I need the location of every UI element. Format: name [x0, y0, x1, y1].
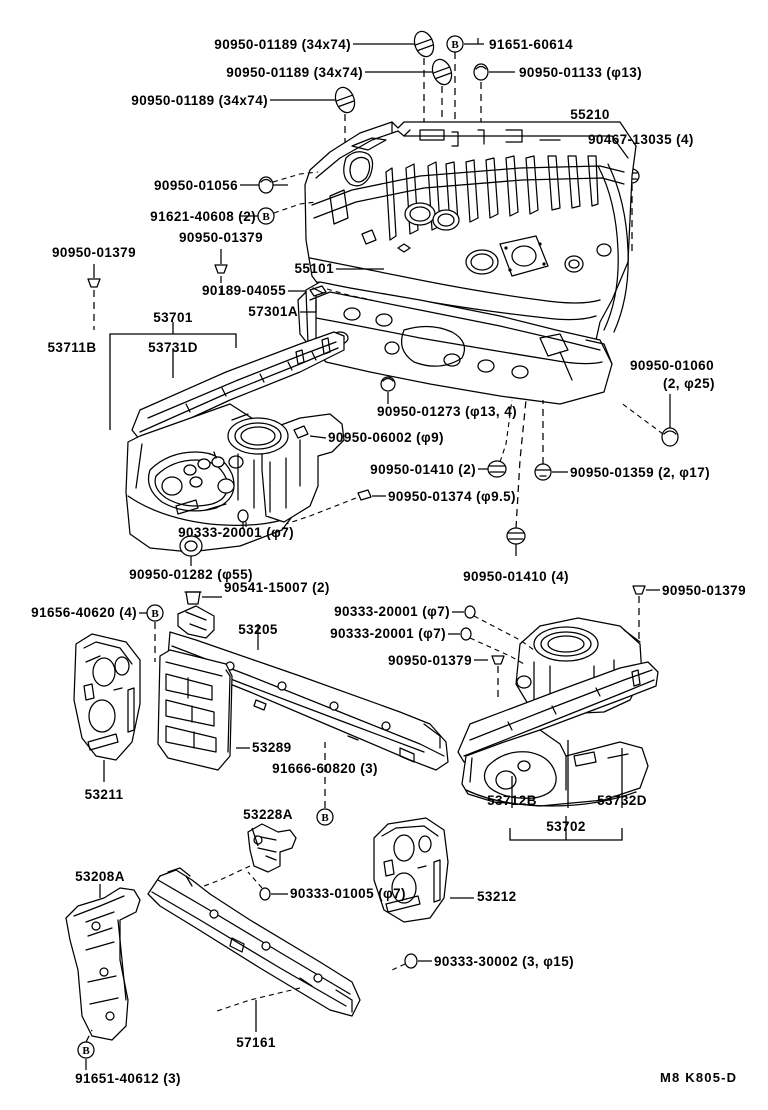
label-screw-90189-04055: 90189-04055	[202, 283, 286, 298]
label-plug-90333-20001-c: 90333-20001 (φ7)	[330, 626, 446, 641]
plug-06002-shape	[293, 425, 309, 439]
plug-01005-shape	[259, 887, 271, 901]
plug-20001-shape-a	[237, 509, 249, 523]
label-clip-90950-01379-a: 90950-01379	[179, 230, 263, 245]
clip-01379-shape-a	[214, 264, 228, 274]
label-plug-90333-01005: 90333-01005 (φ7)	[290, 886, 406, 901]
plug-01359-shape	[534, 463, 552, 481]
label-panel-53211: 53211	[84, 787, 124, 802]
plug-01133-shape	[473, 63, 489, 81]
label-plug-90333-20001-a: 90333-20001 (φ7)	[178, 525, 294, 540]
panel-53211	[73, 633, 141, 761]
label-panel-53208a: 53208A	[75, 869, 125, 884]
svg-text:B: B	[321, 812, 329, 824]
label-clip-34x74-b: 90950-01189 (34x74)	[226, 65, 363, 80]
label-plug-90950-01410-4: 90950-01410 (4)	[463, 569, 569, 584]
label-support-53205: 53205	[238, 622, 278, 637]
plug-90541-shape	[184, 591, 202, 605]
label-panel-53702: 53702	[546, 819, 586, 834]
bolt-marker-91621: B	[257, 207, 275, 225]
plug-01410-shape-a	[487, 460, 507, 478]
label-clip-90950-01379-b: 90950-01379	[52, 245, 136, 260]
label-bolt-91651-60614: 91651-60614	[489, 37, 573, 52]
leader-01379-far-left	[87, 264, 101, 330]
label-plug-90950-01273: 90950-01273 (φ13, 4)	[376, 404, 518, 419]
label-panel-53701: 53701	[153, 310, 193, 325]
label-plug-90950-01282: 90950-01282 (φ55)	[129, 567, 253, 582]
label-plug-90333-30002: 90333-30002 (3, φ15)	[434, 954, 575, 969]
label-plug-90950-01060: 90950-01060	[630, 358, 714, 373]
panel-53212	[373, 817, 449, 923]
label-plug-90333-20001-b: 90333-20001 (φ7)	[334, 604, 450, 619]
label-panel-53289: 53289	[252, 740, 292, 755]
label-plug-90950-01133: 90950-01133 (φ13)	[519, 65, 643, 80]
apron-right-plugs	[237, 425, 386, 528]
label-plug-90950-01374: 90950-01374 (φ9.5)	[388, 489, 516, 504]
label-bolt-91621-40608: 91621-40608 (2)	[150, 209, 256, 224]
plug-01273-shape	[380, 376, 396, 392]
label-panel-53712b: 53712B	[487, 793, 537, 808]
label-panel-53731d: 53731D	[148, 340, 198, 355]
label-bracket-53228a: 53228A	[243, 807, 293, 822]
label-bolt-91666-60820: 91666-60820 (3)	[272, 761, 378, 776]
plug-01410-shape-b	[506, 527, 526, 545]
label-clip-90950-01379-d: 90950-01379	[662, 583, 746, 598]
leader-lines-top	[270, 38, 515, 101]
bolt-marker-91656: B	[146, 604, 164, 622]
plug-30002-shape	[404, 953, 418, 969]
support-57161	[147, 867, 361, 1017]
plug-20001-shape-b	[464, 605, 476, 619]
bolt-marker-top: B	[446, 35, 464, 53]
label-nut-90467-13035: 90467-13035 (4)	[588, 132, 694, 147]
apron-assembly-right	[457, 617, 659, 807]
apron-assembly-left	[125, 331, 345, 553]
clip-01379-shape-d	[632, 585, 646, 595]
label-panel-53732d: 53732D	[597, 793, 647, 808]
plug-20001-shape-c	[460, 627, 472, 641]
label-plug-90950-01060-qty: (2, φ25)	[663, 376, 715, 391]
svg-text:B: B	[151, 608, 159, 620]
panel-53289	[157, 649, 233, 771]
label-panel-53711b: 53711B	[47, 340, 97, 355]
screw-90189-shape	[309, 285, 327, 297]
label-clip-34x74-a: 90950-01189 (34x74)	[214, 37, 351, 52]
clip-01379-shape-c	[491, 655, 505, 665]
clip-shape-group-top	[334, 30, 453, 114]
bolt-marker-91651-40612: B	[77, 1041, 95, 1059]
svg-text:B: B	[82, 1045, 90, 1057]
plug-01056-shape	[258, 176, 274, 194]
bracket-53228a	[247, 823, 297, 873]
right-apron-plugs	[448, 585, 660, 700]
label-plug-90950-01359: 90950-01359 (2, φ17)	[570, 465, 711, 480]
label-clip-34x74-c: 90950-01189 (34x74)	[131, 93, 268, 108]
plug-01374-shape	[357, 489, 372, 501]
panel-53208a	[65, 887, 141, 1041]
label-bolt-90541-15007: 90541-15007 (2)	[224, 580, 330, 595]
label-support-57161: 57161	[236, 1035, 276, 1050]
label-clip-90950-01379-c: 90950-01379	[388, 653, 472, 668]
bracket-53701	[109, 322, 237, 430]
svg-text:B: B	[262, 211, 270, 223]
leader-lines-left-cowl: B	[214, 171, 384, 313]
bracket-53702	[509, 740, 623, 841]
sheet-footer-code: M8 K805-D	[660, 1070, 738, 1085]
label-bolt-91651-40612: 91651-40612 (3)	[75, 1071, 181, 1086]
label-panel-53212: 53212	[477, 889, 517, 904]
label-panel-55210: 55210	[570, 107, 610, 122]
bolt-marker-91666: B	[316, 808, 334, 826]
label-bolt-91656-40620: 91656-40620 (4)	[31, 605, 137, 620]
label-panel-55101: 55101	[294, 261, 334, 276]
label-plug-90950-01056: 90950-01056	[154, 178, 238, 193]
svg-text:B: B	[451, 39, 459, 51]
label-plug-90950-06002: 90950-06002 (φ9)	[328, 430, 444, 445]
plug-01060-shape	[661, 427, 679, 447]
label-panel-57301a: 57301A	[248, 304, 298, 319]
label-plug-90950-01410-2: 90950-01410 (2)	[370, 462, 476, 477]
